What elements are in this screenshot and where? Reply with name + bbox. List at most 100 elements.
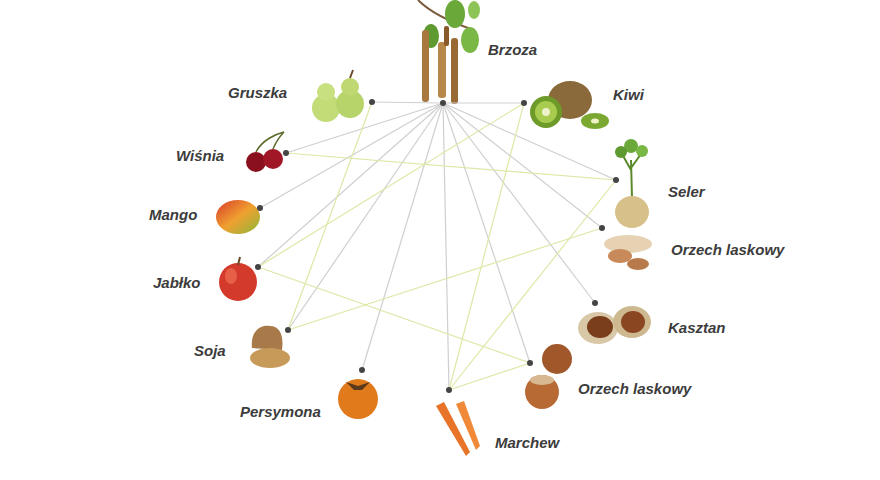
food-label: Persymona [240, 402, 362, 422]
food-label: Kasztan [668, 318, 730, 338]
apple-body [219, 263, 257, 301]
food-node: Kasztan [595, 302, 730, 338]
birch-catkin [422, 30, 429, 102]
food-node: Soja [194, 329, 288, 361]
celery-root [615, 196, 649, 228]
cross-reaction-line [362, 103, 443, 370]
celery-leaf [615, 146, 627, 158]
node-dot [521, 100, 527, 106]
cross-reaction-line [443, 102, 524, 103]
food-label: Mango [149, 205, 260, 225]
cross-reaction-line [449, 103, 524, 390]
pear-top [317, 83, 335, 101]
cross-reaction-line [258, 103, 443, 267]
food-label: Gruszka [228, 83, 372, 103]
node-dot [592, 300, 598, 306]
node-dot [359, 367, 365, 373]
hazelnut [525, 375, 559, 409]
cherry-stem [256, 132, 284, 152]
apple-picture [219, 257, 257, 301]
food-node: Jabłko [153, 266, 258, 293]
food-node: Seler [616, 179, 709, 202]
cross-reaction-line [449, 180, 616, 390]
carrot-picture [436, 401, 480, 456]
chestnut [587, 316, 613, 338]
cross-reaction-line [288, 228, 602, 330]
apple-highlight [225, 268, 237, 284]
kiwi-picture [530, 81, 609, 129]
food-label: Marchew [495, 433, 563, 453]
cross-reaction-line [443, 103, 530, 363]
node-dot [283, 150, 289, 156]
celery-stalk [622, 154, 641, 198]
birch-catkin [451, 38, 458, 104]
cross-reaction-line [288, 102, 372, 330]
persimmon-picture [338, 379, 378, 419]
food-label: Soja [194, 341, 288, 361]
birch-branch [418, 0, 474, 30]
carrot [456, 401, 480, 450]
cross-reaction-line [443, 103, 595, 303]
node-dot [440, 100, 446, 106]
chestnut-picture [578, 306, 651, 344]
birch-leaf [468, 1, 480, 19]
peanut-shell [604, 235, 652, 253]
mango-picture [216, 200, 260, 234]
soy-picture [250, 326, 290, 368]
node-dot [257, 205, 263, 211]
food-node: Orzech laskowy [602, 227, 788, 260]
cross-reaction-line [288, 103, 443, 330]
cross-reaction-line [286, 103, 443, 153]
birch-catkin [438, 42, 446, 98]
birch-leaf [461, 27, 479, 53]
cherry [246, 152, 266, 172]
peanut-picture [604, 235, 652, 270]
cross-reaction-line [286, 153, 616, 180]
birch-picture [418, 0, 480, 104]
chestnut-shell [578, 312, 618, 344]
cross-reaction-line [258, 103, 524, 267]
node-dot [255, 264, 261, 270]
food-node: Brzoza [443, 40, 541, 104]
food-label: Brzoza [488, 40, 541, 60]
kiwi-core [542, 108, 550, 116]
food-node: Kiwi [524, 85, 648, 105]
food-node: Wiśnia [176, 146, 286, 166]
chestnut [621, 311, 645, 333]
cross-reaction-line [443, 103, 449, 390]
food-node: Orzech laskowy [530, 362, 695, 399]
food-node: Marchew [449, 389, 563, 453]
kiwi-flesh [535, 101, 557, 123]
soy-sack [252, 326, 283, 350]
cross-reaction-line [443, 103, 602, 228]
apple-stem [238, 257, 240, 265]
food-label: Jabłko [153, 273, 258, 293]
kiwi-core [591, 119, 599, 124]
cross-reaction-line [372, 102, 443, 103]
food-label: Orzech laskowy [671, 240, 788, 260]
birch-leaf [445, 0, 465, 28]
node-dot [369, 99, 375, 105]
node-dot [527, 360, 533, 366]
food-node: Gruszka [228, 83, 372, 103]
hazelnut-cap [530, 375, 554, 385]
pear-stem [350, 70, 353, 78]
peanut [627, 258, 649, 270]
persimmon-body [338, 379, 378, 419]
persimmon-calyx [346, 382, 370, 390]
hazelnut-picture [525, 344, 572, 409]
food-label: Seler [668, 182, 709, 202]
cross-reaction-line [258, 267, 530, 363]
pear-picture [312, 70, 364, 122]
node-dot [446, 387, 452, 393]
celery-leaf [636, 145, 648, 157]
kiwi-slice [581, 113, 609, 129]
cross-reaction-line [449, 363, 530, 390]
food-label: Wiśnia [176, 146, 286, 166]
cherry [263, 149, 283, 169]
peanut [608, 249, 632, 263]
hazelnut [542, 344, 572, 374]
